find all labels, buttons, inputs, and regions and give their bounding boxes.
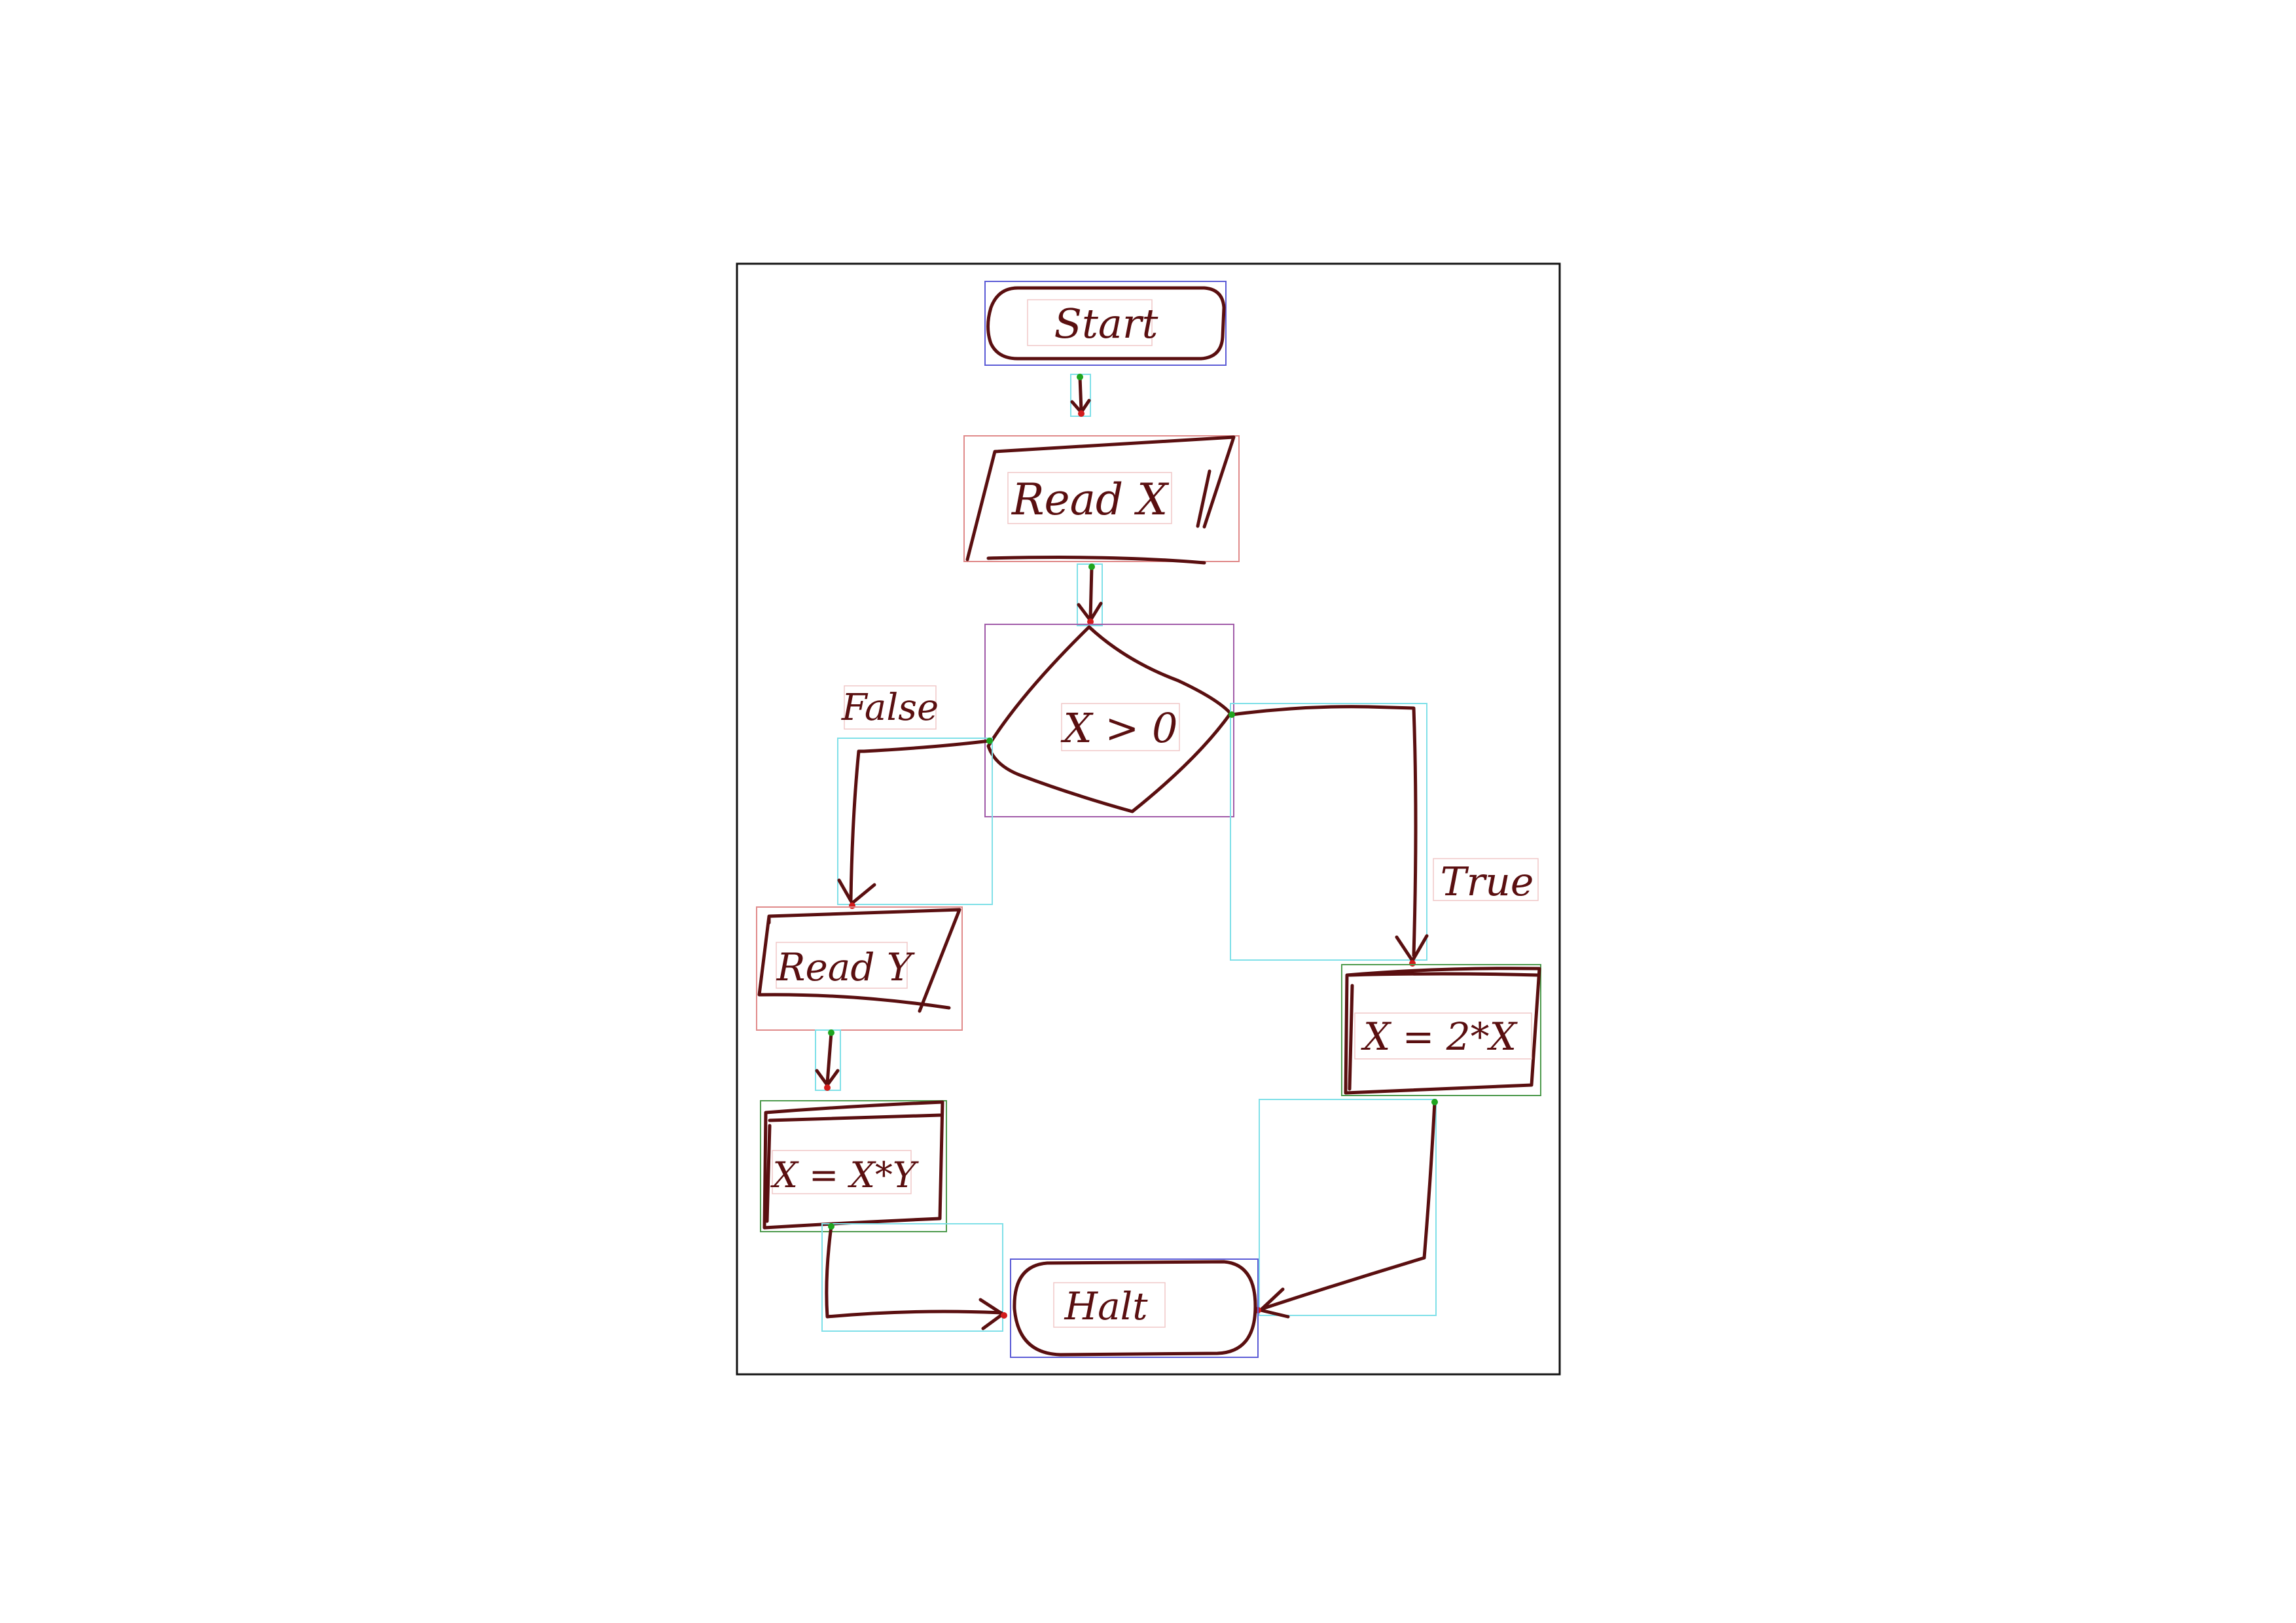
node-assign-xy: X = X*Y (760, 1100, 947, 1232)
node-read-x: Read X (963, 435, 1240, 565)
edge-decision-assign-2x-line (1230, 705, 1418, 957)
node-read-y-label: Read Y (776, 945, 915, 990)
edge-decision-assign-2x-tail-point (1229, 711, 1235, 718)
node-read-x-bbox (963, 435, 1240, 562)
node-decision-bbox (984, 624, 1234, 817)
node-assign-2x-shape (1344, 967, 1541, 1095)
edge-start-read-x-head-point (1078, 410, 1085, 417)
node-assign-xy-text-bbox (772, 1150, 912, 1194)
node-decision: X > 0 (984, 624, 1234, 817)
node-assign-xy-bbox (760, 1100, 947, 1232)
node-decision-shape (986, 625, 1232, 813)
edge-read-y-assign-xy-line (825, 1031, 833, 1085)
edge-assign-xy-halt-head-point (1001, 1312, 1007, 1319)
node-read-y-text-bbox (776, 942, 908, 989)
edge-decision-assign-2x-head-point (1409, 960, 1416, 967)
edge-decision-assign-2x (1229, 703, 1429, 967)
node-start: Start (984, 281, 1227, 366)
node-halt-shape (1013, 1260, 1257, 1357)
edge-read-y-assign-xy (815, 1029, 841, 1091)
edge-read-x-decision-tail-point (1088, 563, 1095, 570)
edge-assign-xy-halt (821, 1223, 1007, 1332)
edge-read-x-decision-line (1088, 565, 1094, 621)
edge-true-label: True (1441, 859, 1534, 905)
node-read-x-label: Read X (1011, 474, 1170, 525)
node-read-y-bbox (756, 906, 963, 1031)
node-read-x-text-bbox (1007, 472, 1172, 524)
edge-decision-read-y-line (849, 739, 992, 902)
node-assign-2x: X = 2*X (1341, 964, 1541, 1096)
edge-assign-xy-halt-line (825, 1224, 1003, 1319)
node-assign-xy-label: X = X*Y (770, 1154, 918, 1196)
edge-decision-read-y-tail-point (986, 738, 993, 744)
node-halt-text-bbox (1053, 1282, 1166, 1328)
edge-false-label: False (841, 687, 939, 729)
node-read-x-shape (965, 435, 1236, 565)
node-start-text-bbox (1027, 299, 1153, 346)
node-read-y: Read Y (756, 906, 963, 1031)
edge-start-read-x-line (1078, 375, 1083, 413)
edge-start-read-x-tail-point (1077, 374, 1083, 380)
edge-decision-read-y-arrowhead (837, 878, 876, 905)
edge-decision-read-y-bbox (837, 738, 993, 905)
edge-assign-xy-halt-bbox (821, 1223, 1003, 1332)
edge-start-read-x (1070, 374, 1091, 417)
node-halt: Halt (1010, 1258, 1259, 1358)
node-read-y-shape (757, 908, 961, 1013)
node-halt-bbox (1010, 1258, 1259, 1358)
edge-assign-2x-halt-bbox (1259, 1099, 1437, 1316)
node-start-bbox (984, 281, 1227, 366)
edge-read-y-assign-xy-tail-point (828, 1029, 834, 1036)
edge-assign-2x-halt-line (1260, 1100, 1437, 1311)
edge-true-label-bbox (1433, 858, 1539, 901)
node-decision-text-bbox (1061, 703, 1180, 751)
edge-decision-read-y-head-point (849, 902, 855, 909)
edge-assign-2x-halt-tail-point (1431, 1099, 1438, 1105)
edge-decision-assign-2x-arrowhead (1395, 934, 1429, 963)
node-decision-label: X > 0 (1061, 704, 1178, 752)
edge-read-x-decision (1077, 563, 1103, 626)
edge-read-y-assign-xy-head-point (824, 1084, 831, 1091)
edge-read-x-decision-head-point (1087, 618, 1094, 625)
edge-decision-read-y (837, 738, 993, 909)
edge-assign-2x-halt (1255, 1099, 1438, 1319)
node-assign-2x-bbox (1341, 964, 1541, 1096)
node-halt-label: Halt (1064, 1284, 1148, 1329)
edge-decision-assign-2x-bbox (1230, 703, 1427, 961)
node-assign-2x-label: X = 2*X (1361, 1014, 1518, 1059)
node-assign-2x-text-bbox (1354, 1012, 1532, 1060)
node-start-label: Start (1054, 300, 1158, 348)
diagram-frame (736, 262, 1561, 1376)
edge-false-label-bbox (844, 685, 937, 730)
node-assign-xy-shape (762, 1100, 944, 1230)
node-start-shape (986, 286, 1226, 361)
edge-assign-xy-halt-tail-point (828, 1223, 834, 1230)
